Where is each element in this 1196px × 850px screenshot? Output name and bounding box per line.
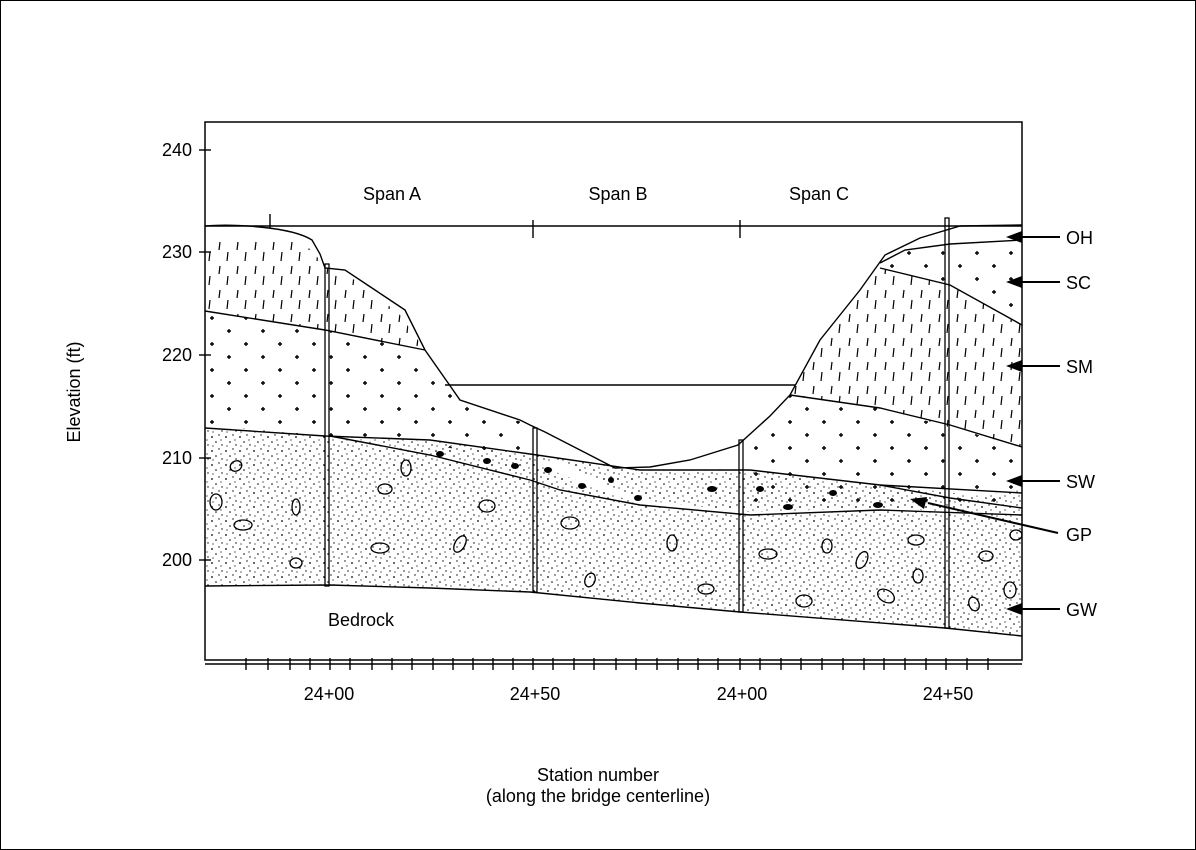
y-axis <box>199 149 211 561</box>
x-tick-24-50-a: 24+50 <box>510 684 561 704</box>
x-axis-label-line1: Station number <box>537 765 659 785</box>
legend-sm: SM <box>1066 357 1093 377</box>
sw-layer-left <box>205 311 530 460</box>
legend-sw: SW <box>1066 472 1095 492</box>
y-tick-220: 220 <box>162 345 192 365</box>
legend-sc: SC <box>1066 273 1091 293</box>
legend-gw: GW <box>1066 600 1097 620</box>
y-tick-240: 240 <box>162 140 192 160</box>
bridge-structure <box>205 214 1022 629</box>
x-tick-24-00-b: 24+00 <box>717 684 768 704</box>
y-axis-label: Elevation (ft) <box>64 341 84 442</box>
span-c-label: Span C <box>789 184 849 204</box>
sm-layer-left <box>205 238 425 350</box>
x-axis-ticks <box>205 658 1022 670</box>
gw-cobbles <box>209 459 1023 612</box>
x-tick-24-50-b: 24+50 <box>923 684 974 704</box>
sc-layer-right <box>880 240 1022 325</box>
span-b-label: Span B <box>588 184 647 204</box>
y-tick-230: 230 <box>162 242 192 262</box>
bedrock-label: Bedrock <box>328 610 395 630</box>
sm-layer-right <box>790 268 1022 447</box>
y-tick-200: 200 <box>162 550 192 570</box>
legend-arrows <box>910 231 1060 615</box>
x-tick-24-00-a: 24+00 <box>304 684 355 704</box>
legend-gp: GP <box>1066 525 1092 545</box>
x-axis-label-line2: (along the bridge centerline) <box>486 786 710 806</box>
gw-layer <box>205 428 1022 636</box>
legend-oh: OH <box>1066 228 1093 248</box>
y-tick-210: 210 <box>162 448 192 468</box>
span-a-label: Span A <box>363 184 421 204</box>
plot-frame <box>204 121 1023 661</box>
sw-layer-right <box>750 395 1022 512</box>
